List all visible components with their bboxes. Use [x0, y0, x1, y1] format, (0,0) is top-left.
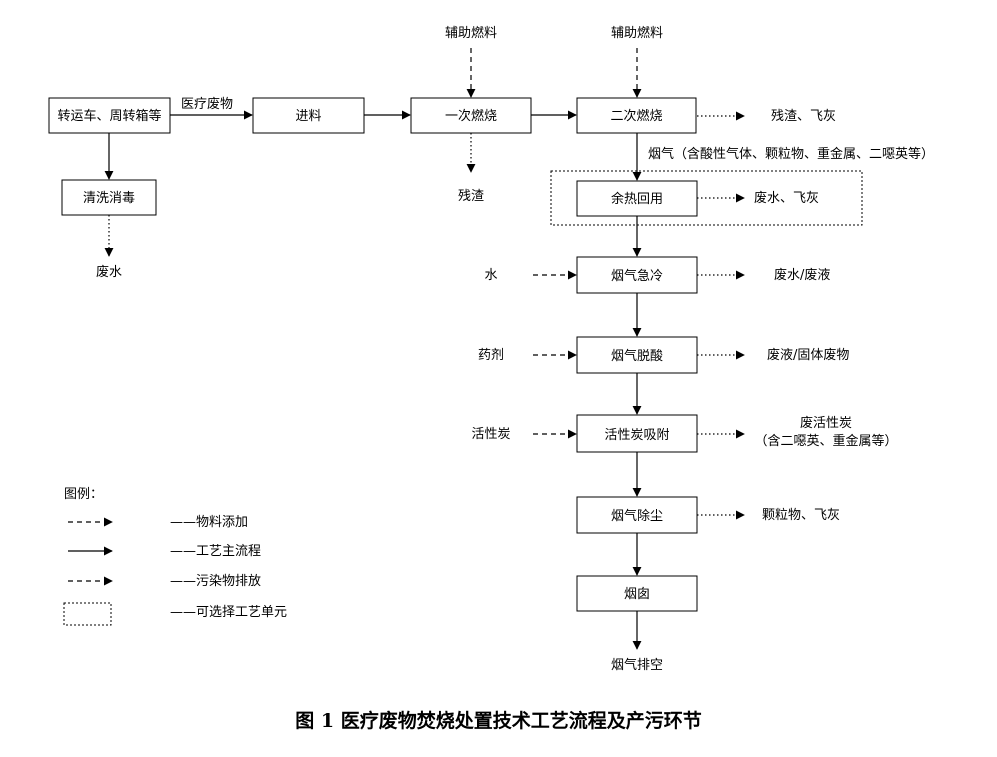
node-deacid-label: 烟气脱酸	[611, 348, 663, 364]
process-flow-diagram: 转运车、周转箱等 进料 一次燃烧 二次燃烧 清洗消毒 余热回用 烟气急冷 烟气脱…	[48, 25, 934, 673]
label-medical-waste: 医疗废物	[181, 96, 233, 112]
node-secondary-label: 二次燃烧	[610, 108, 662, 124]
node-feed: 进料	[252, 97, 365, 134]
node-dust-label: 烟气除尘	[611, 508, 663, 524]
figure-caption: 图 1 医疗废物焚烧处置技术工艺流程及产污环节	[295, 710, 702, 732]
label-quench-out: 废水/废液	[774, 267, 830, 283]
node-feed-label: 进料	[295, 109, 321, 124]
legend-title: 图例：	[64, 487, 103, 502]
label-heat-out: 废水、飞灰	[754, 190, 819, 206]
label-dust-out: 颗粒物、飞灰	[762, 508, 840, 523]
node-carbon-adsorption: 活性炭吸附	[576, 414, 698, 453]
node-heat-label: 余热回用	[611, 191, 663, 207]
node-transport: 转运车、周转箱等	[48, 97, 171, 134]
legend-optional-label: ——可选择工艺单元	[170, 605, 287, 620]
legend-pollutant-label: ——污染物排放	[170, 574, 261, 589]
node-chimney: 烟囱	[576, 575, 698, 612]
node-primary-combustion: 一次燃烧	[410, 97, 532, 134]
label-aux-fuel-1: 辅助燃料	[445, 25, 497, 41]
label-carbon-out-1: 废活性炭	[800, 415, 852, 431]
node-secondary-combustion: 二次燃烧	[576, 97, 697, 134]
label-slag-flyash: 残渣、飞灰	[771, 109, 836, 124]
label-flue-gas: 烟气（含酸性气体、颗粒物、重金属、二噁英等）	[648, 146, 934, 162]
node-dust-removal: 烟气除尘	[576, 496, 698, 534]
node-wash: 清洗消毒	[61, 179, 157, 216]
legend: 图例： ——物料添加 ——工艺主流程 ——污染物排放 ——可选择工艺单元	[63, 487, 287, 626]
label-slag: 残渣	[458, 189, 484, 204]
node-quench: 烟气急冷	[576, 256, 698, 294]
node-heat-recovery: 余热回用	[576, 180, 698, 217]
legend-optional-sample	[63, 602, 112, 626]
label-wastewater-wash: 废水	[96, 264, 122, 280]
label-exhaust: 烟气排空	[611, 657, 663, 673]
node-primary-label: 一次燃烧	[445, 108, 497, 124]
label-water: 水	[484, 268, 497, 283]
label-agent: 药剂	[478, 348, 504, 363]
legend-material-label: ——物料添加	[170, 515, 248, 530]
node-chimney-label: 烟囱	[624, 587, 650, 602]
optional-unit-frame	[550, 170, 863, 226]
label-carbon-out-2: （含二噁英、重金属等）	[754, 433, 897, 449]
label-aux-fuel-2: 辅助燃料	[611, 25, 663, 41]
legend-main-flow-label: ——工艺主流程	[170, 544, 261, 559]
label-activated-carbon: 活性炭	[471, 427, 510, 442]
node-deacid: 烟气脱酸	[576, 336, 698, 374]
node-quench-label: 烟气急冷	[611, 268, 663, 284]
node-wash-label: 清洗消毒	[83, 191, 135, 206]
node-transport-label: 转运车、周转箱等	[57, 108, 161, 124]
node-carbon-label: 活性炭吸附	[604, 428, 669, 443]
label-deacid-out: 废液/固体废物	[767, 347, 849, 363]
